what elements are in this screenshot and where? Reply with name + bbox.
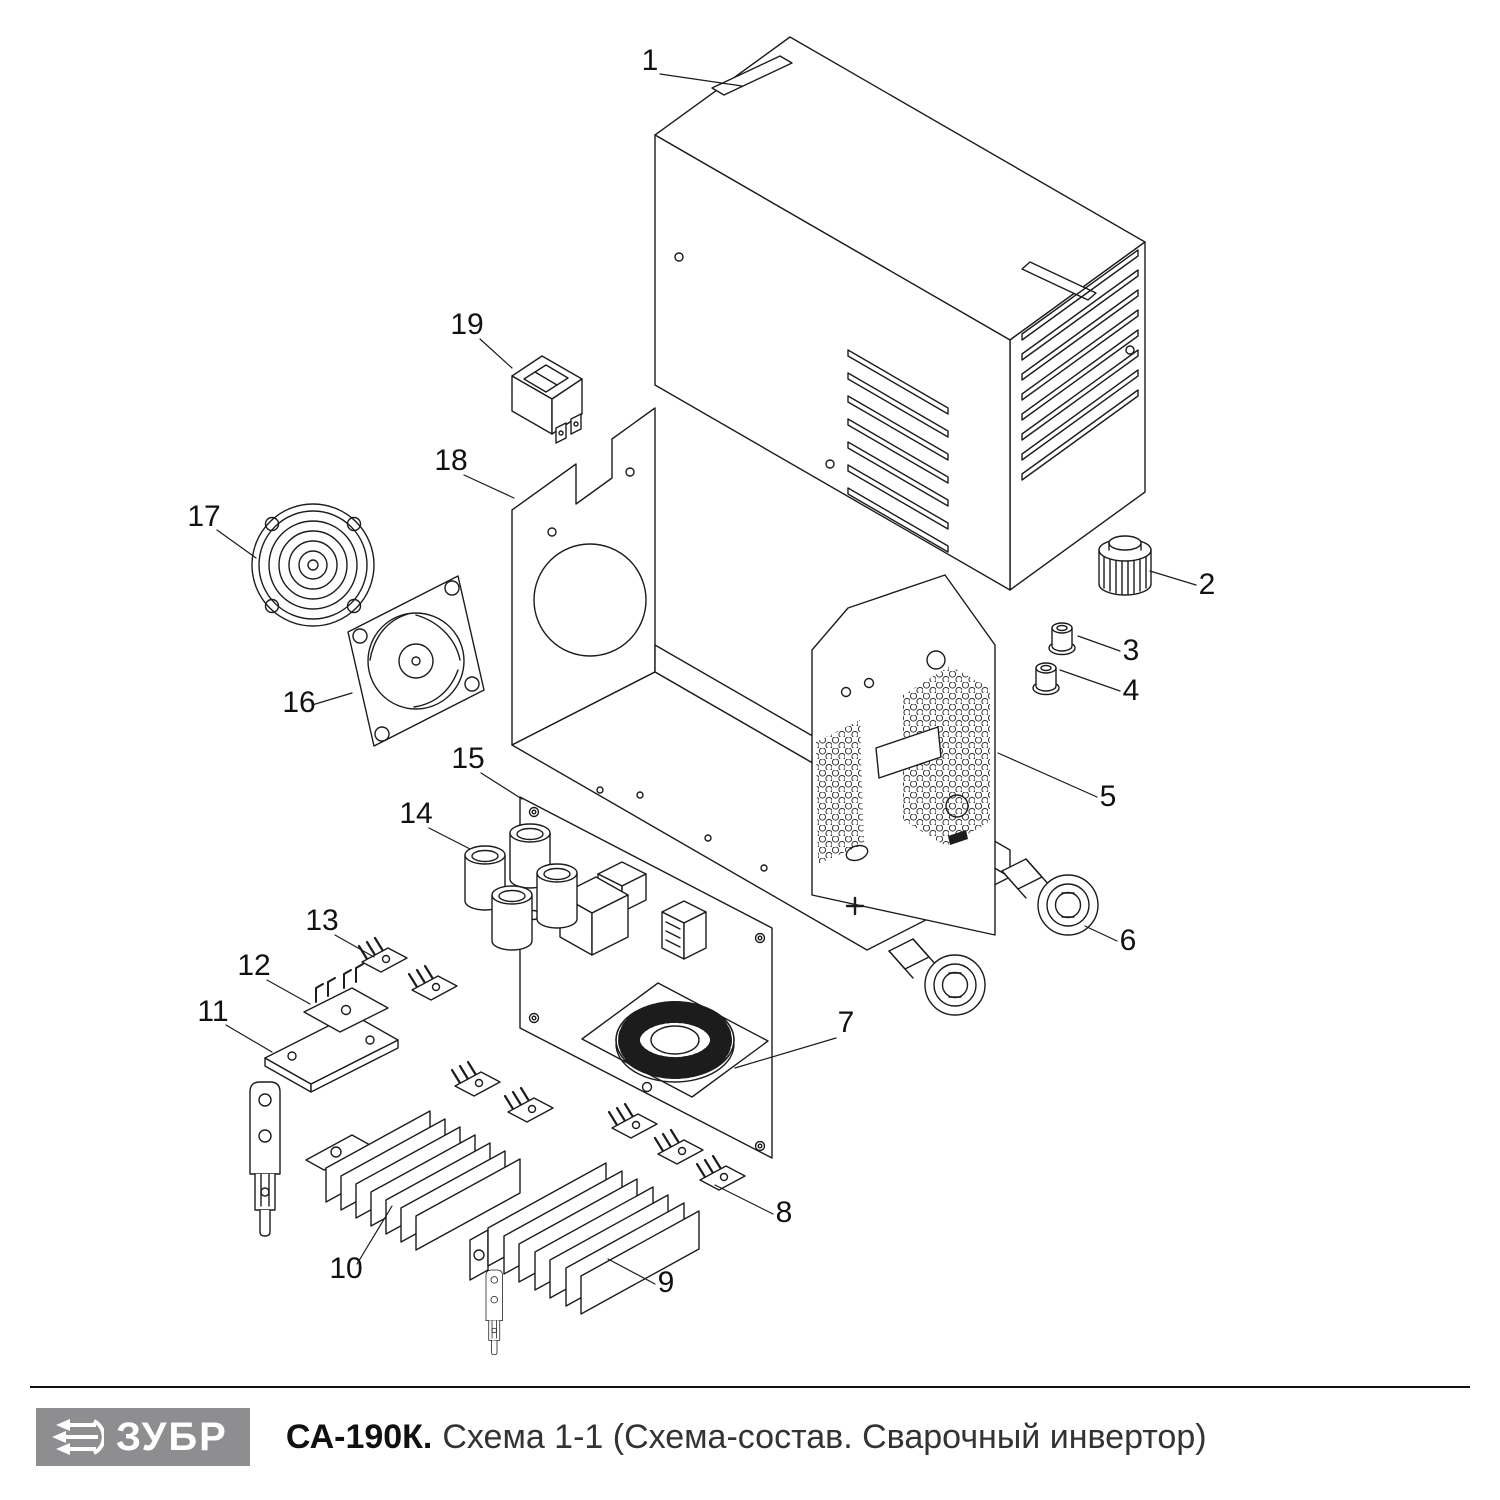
callout-10: 10 — [329, 1205, 393, 1285]
callout-6-number: 6 — [1120, 924, 1137, 957]
callout-11: 11 — [197, 995, 273, 1053]
callout-17-number: 17 — [187, 500, 220, 533]
part16-fan — [347, 575, 485, 747]
diagram-caption: СА-190К.Схема 1-1 (Схема-состав. Сварочн… — [286, 1418, 1207, 1457]
callout-7: 7 — [734, 1006, 855, 1069]
callout-13: 13 — [305, 904, 375, 958]
callout-19-number: 19 — [450, 308, 483, 341]
callout-13-number: 13 — [305, 904, 338, 937]
callout-16-number: 16 — [282, 686, 315, 719]
callout-4-number: 4 — [1123, 674, 1140, 707]
part7-toroidal-choke — [581, 982, 769, 1098]
footer: ЗУБР СА-190К.Схема 1-1 (Схема-состав. Св… — [36, 1408, 1207, 1466]
display-cutout — [875, 726, 942, 779]
callout-12-number: 12 — [237, 949, 270, 982]
front-vent-louvers — [847, 349, 949, 553]
part5-front-panel — [811, 574, 996, 936]
callout-1-number: 1 — [642, 44, 659, 77]
callout-9-number: 9 — [658, 1266, 675, 1299]
part9-heatsink — [469, 1162, 700, 1315]
callout-7-number: 7 — [838, 1006, 855, 1039]
callout-8: 8 — [714, 1184, 793, 1229]
part11-mounting-plate — [264, 1013, 399, 1093]
side-vent-louvers — [1021, 249, 1139, 481]
part1-top-cover — [654, 36, 1146, 591]
part17-fan-grille — [251, 503, 375, 627]
callout-18: 18 — [434, 444, 515, 499]
callout-5-number: 5 — [1100, 780, 1117, 813]
bracket-center — [485, 1269, 503, 1356]
vent-hex-cluster-left — [816, 720, 864, 864]
callout-11-number: 11 — [197, 995, 228, 1028]
part12-bridge-rectifier — [303, 963, 389, 1033]
callout-16: 16 — [282, 686, 353, 719]
callouts: 1 2 3 4 5 6 7 8 9 10 11 12 13 14 15 16 1… — [187, 44, 1215, 1299]
plus-terminal-mark — [845, 896, 865, 916]
callout-2: 2 — [1149, 568, 1216, 601]
callout-2-number: 2 — [1199, 568, 1216, 601]
part2-control-knob — [1098, 535, 1152, 596]
callout-12: 12 — [237, 949, 311, 1005]
callout-4: 4 — [1059, 669, 1140, 707]
callout-9: 9 — [607, 1258, 675, 1299]
callout-14-number: 14 — [399, 797, 432, 830]
callout-14: 14 — [399, 797, 471, 850]
bracket-left — [249, 1081, 281, 1237]
callout-17: 17 — [187, 500, 257, 559]
part3-bushing — [1048, 622, 1076, 656]
callout-6: 6 — [1084, 924, 1137, 957]
callout-18-number: 18 — [434, 444, 467, 477]
callout-5: 5 — [997, 752, 1117, 813]
callout-8-number: 8 — [776, 1196, 793, 1229]
exploded-parts-diagram: 1 2 3 4 5 6 7 8 9 10 11 12 13 14 15 16 1… — [187, 36, 1215, 1356]
callout-1: 1 — [642, 44, 743, 87]
part10-heatsink — [305, 1110, 521, 1251]
callout-3-number: 3 — [1123, 634, 1140, 667]
callout-15-number: 15 — [451, 742, 484, 775]
footer-divider — [30, 1386, 1470, 1388]
vent-hex-cluster-right — [903, 666, 990, 846]
handle-slot — [711, 55, 793, 96]
scheme-title: Схема 1-1 (Схема-состав. Сварочный инвер… — [442, 1417, 1207, 1456]
part19-power-switch — [511, 355, 583, 444]
zubr-logo: ЗУБР — [36, 1408, 250, 1466]
zubr-logo-text: ЗУБР — [116, 1415, 228, 1459]
callout-10-number: 10 — [329, 1252, 362, 1285]
callout-15: 15 — [451, 742, 523, 800]
model-number: СА-190К. — [285, 1417, 433, 1456]
callout-3: 3 — [1077, 634, 1140, 667]
part4-bushing — [1032, 662, 1060, 696]
callout-19: 19 — [450, 308, 513, 369]
zubr-logo-icon — [52, 1419, 104, 1455]
